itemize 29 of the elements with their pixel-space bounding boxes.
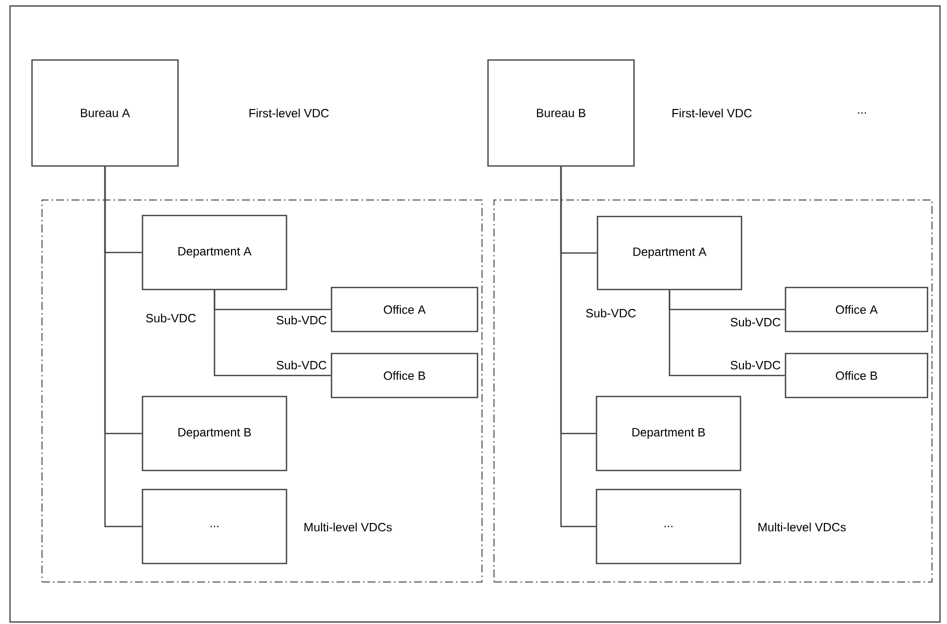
dashed-region bbox=[494, 200, 933, 582]
node-box: Department A bbox=[596, 216, 742, 290]
connector-line bbox=[214, 290, 331, 376]
node-box: ... bbox=[596, 488, 742, 564]
node-box: Office B bbox=[784, 352, 928, 398]
level-note: Multi-level VDCs bbox=[758, 522, 846, 532]
node-box: Department B bbox=[596, 396, 742, 472]
level-label: Sub-VDC bbox=[146, 314, 196, 322]
node-box: Department A bbox=[142, 214, 288, 290]
edge-label: Sub-VDC bbox=[729, 316, 782, 328]
dashed-region bbox=[42, 200, 482, 582]
node-box: Office A bbox=[784, 286, 928, 332]
node-box: Bureau A bbox=[31, 59, 179, 167]
level-label: First-level VDC bbox=[672, 108, 752, 118]
level-note: Multi-level VDCs bbox=[304, 522, 392, 532]
node-box: Office A bbox=[330, 286, 478, 332]
node-box: Department B bbox=[142, 396, 288, 472]
edge-label: Sub-VDC bbox=[729, 360, 782, 370]
node-box: ... bbox=[142, 488, 288, 564]
node-box: Office B bbox=[330, 352, 478, 398]
connector-line bbox=[668, 290, 785, 376]
edge-label: Sub-VDC bbox=[275, 314, 328, 326]
connector-line bbox=[104, 166, 142, 528]
level-label: ... bbox=[858, 112, 866, 114]
level-label: First-level VDC bbox=[250, 108, 329, 118]
connector-line bbox=[560, 166, 596, 528]
node-box: Bureau B bbox=[487, 59, 635, 167]
edge-label: Sub-VDC bbox=[275, 360, 328, 370]
level-label: Sub-VDC bbox=[586, 308, 636, 318]
